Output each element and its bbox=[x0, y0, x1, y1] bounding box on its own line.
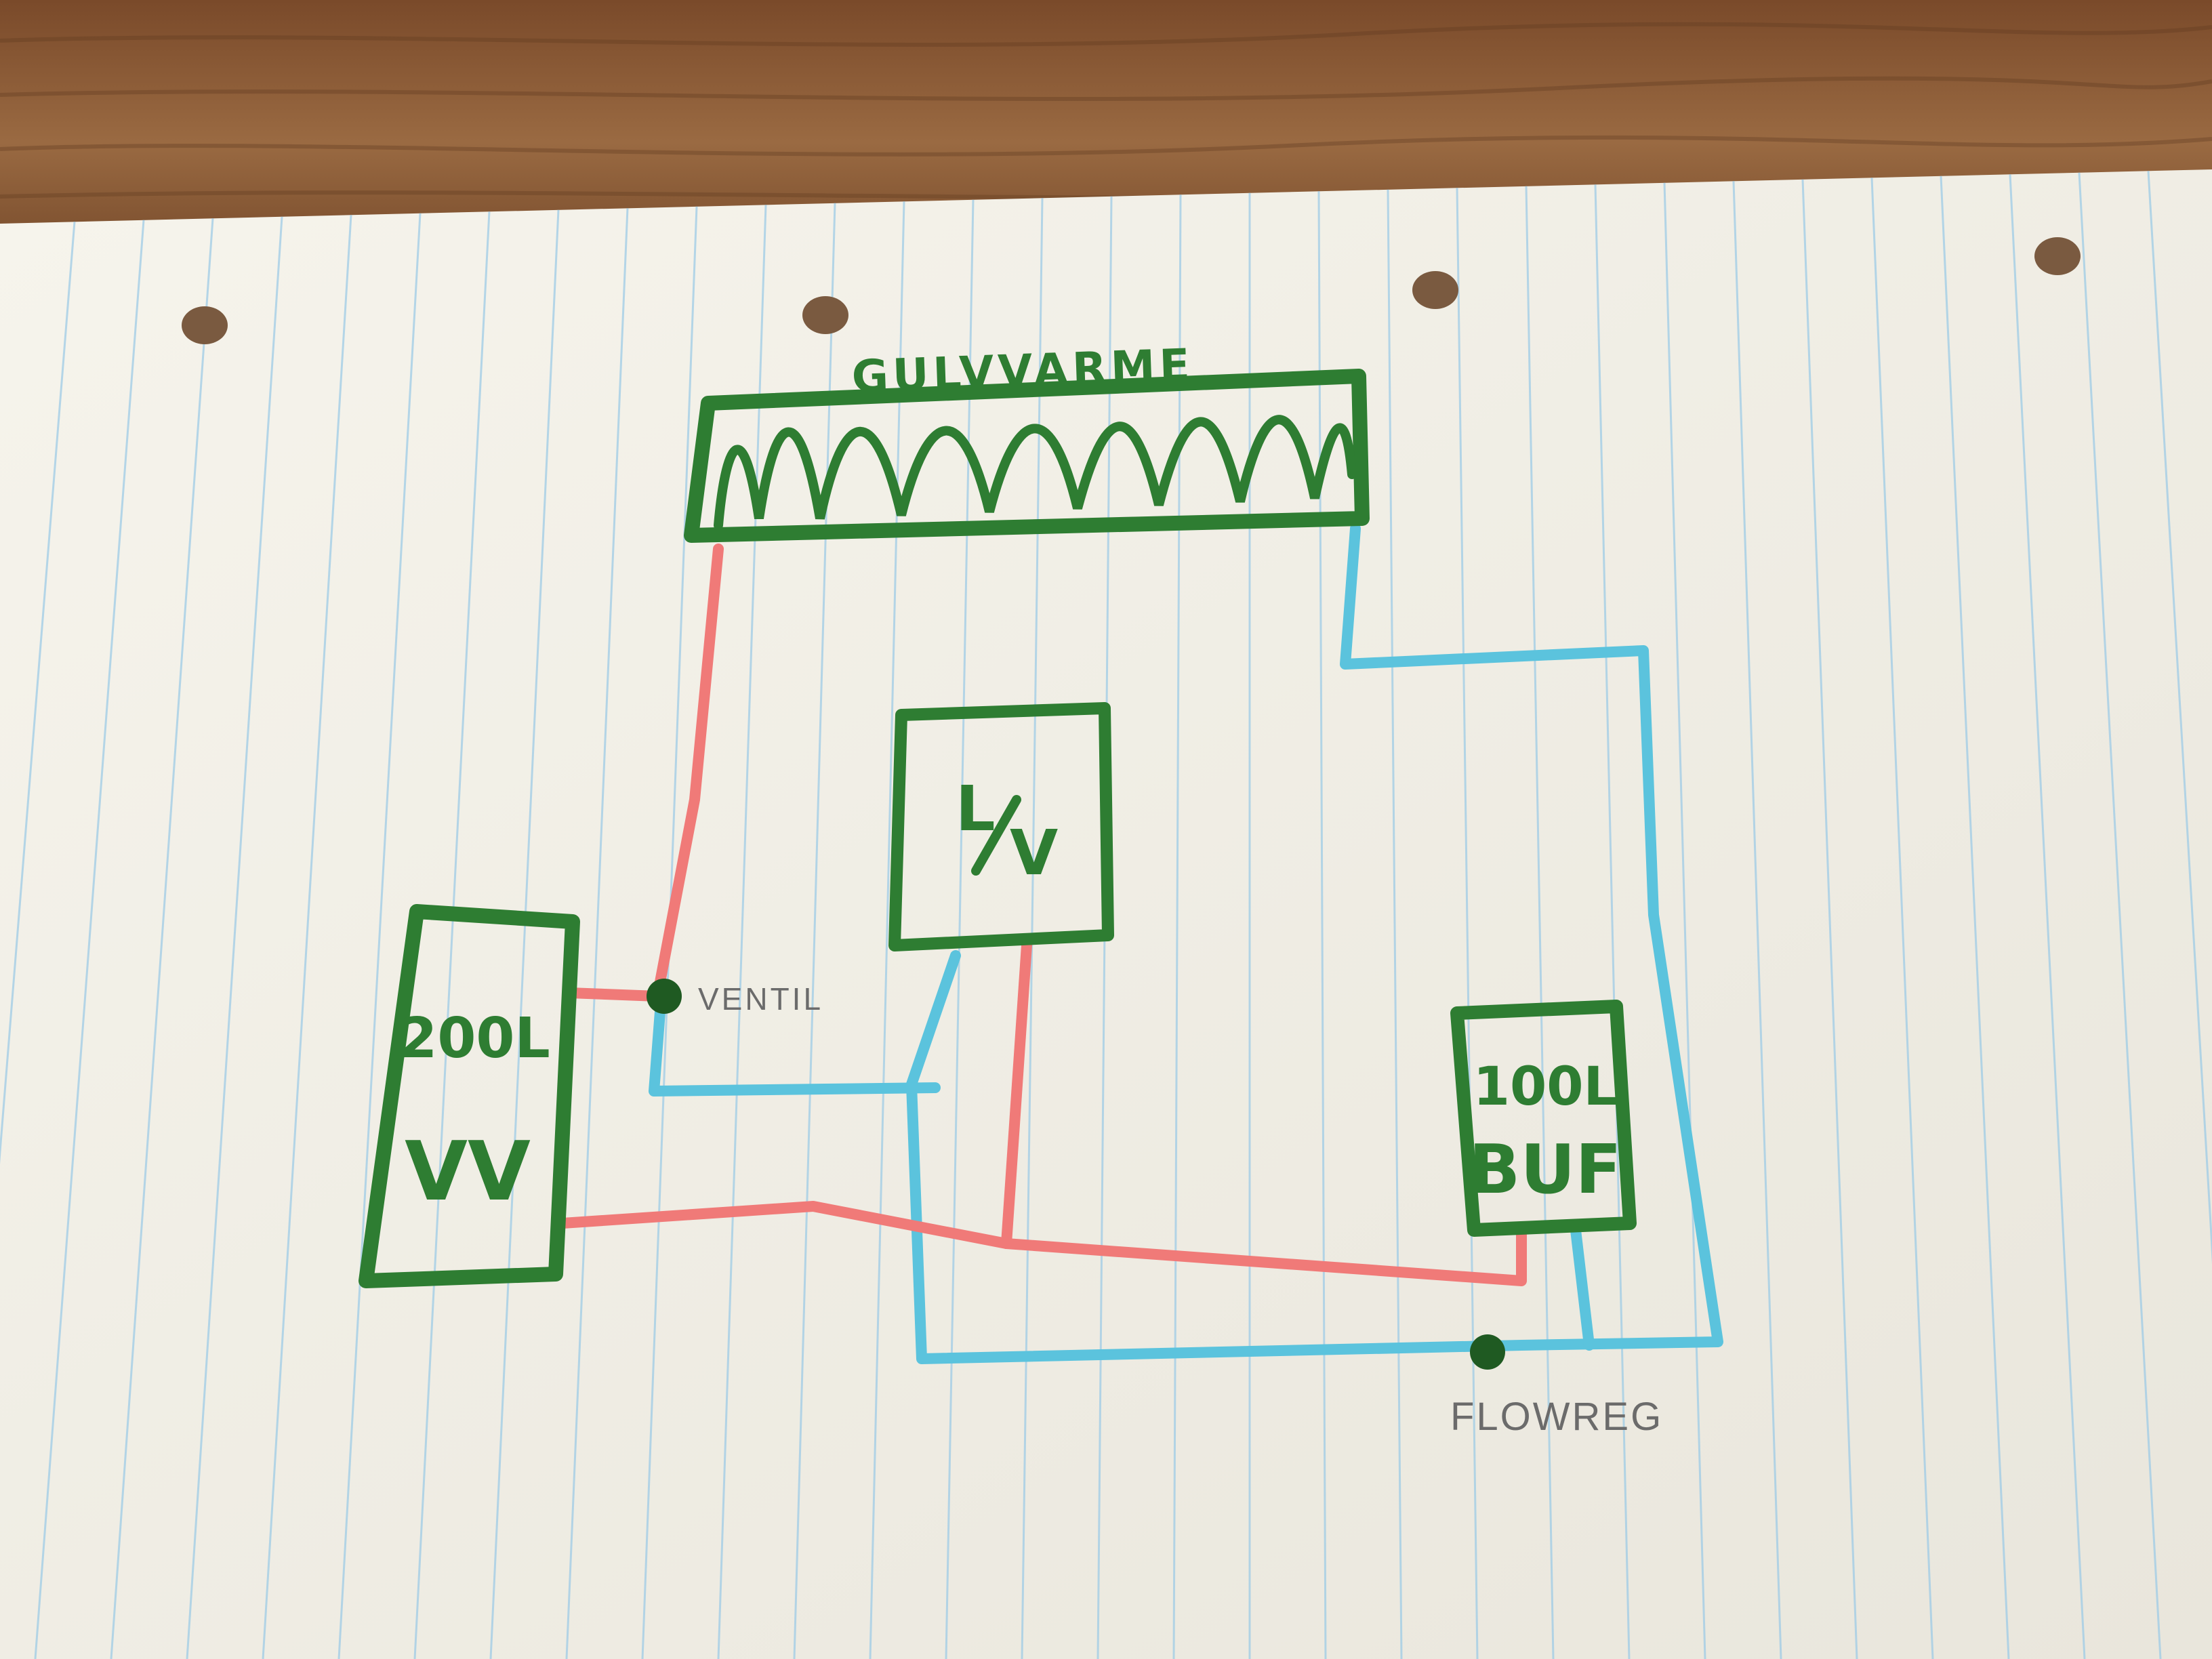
ruled-line bbox=[1525, 186, 1555, 1659]
flow-regulator-dot bbox=[1470, 1334, 1505, 1370]
ruled-line bbox=[489, 209, 560, 1659]
heat-pump: L V bbox=[888, 702, 1114, 951]
ruled-line bbox=[1940, 176, 2010, 1659]
ruled-line bbox=[186, 216, 283, 1659]
floor-heating: GULVVARME bbox=[684, 339, 1370, 543]
ruled-line bbox=[1594, 184, 1631, 1659]
ruled-line bbox=[1387, 189, 1403, 1659]
heat-pump-label-bottom: V bbox=[1010, 817, 1058, 889]
ruled-line bbox=[110, 218, 214, 1659]
hot-water-tank: 200L VV bbox=[359, 904, 580, 1288]
ruled-line bbox=[1021, 198, 1044, 1659]
heat-pump-label-slash bbox=[971, 795, 1021, 876]
ruled-line bbox=[0, 222, 76, 1165]
ruled-line bbox=[2009, 174, 2086, 1659]
buffer-tank-volume: 100L bbox=[1473, 1057, 1618, 1118]
flow-regulator-label: FLOWREG bbox=[1450, 1395, 1663, 1439]
valve: VENTIL bbox=[647, 979, 823, 1017]
hot-pipe-tank-to-buffer bbox=[557, 1201, 1527, 1286]
flow-regulator: FLOWREG bbox=[1450, 1334, 1663, 1439]
buffer-tank: 100L BUF bbox=[1450, 1000, 1637, 1237]
ruled-line bbox=[565, 208, 629, 1659]
ruled-line bbox=[793, 203, 836, 1659]
punch-hole bbox=[802, 296, 848, 334]
ruled-line bbox=[337, 213, 422, 1659]
ruled-line bbox=[34, 220, 145, 1659]
cold-pipe-valve-to-heatpump bbox=[649, 998, 941, 1097]
ruled-line bbox=[1870, 178, 1934, 1659]
cold-pipe-floor-return bbox=[906, 523, 1723, 1364]
ruled-line bbox=[1663, 182, 1706, 1659]
ruled-line bbox=[2147, 171, 2212, 1265]
punch-hole bbox=[182, 306, 228, 344]
punch-hole bbox=[2034, 237, 2081, 275]
heat-pump-label-top: L bbox=[956, 773, 996, 845]
buffer-tank-name: BUF bbox=[1469, 1130, 1622, 1209]
cold-pipes bbox=[649, 523, 1723, 1364]
punch-hole bbox=[1412, 271, 1458, 309]
ruled-line bbox=[2078, 172, 2162, 1659]
ruled-line bbox=[413, 211, 491, 1659]
ruled-line bbox=[1317, 191, 1327, 1659]
punch-holes bbox=[182, 237, 2081, 344]
hot-water-tank-name: VV bbox=[405, 1125, 531, 1219]
ruled-line bbox=[1732, 181, 1782, 1659]
heat-pump-box bbox=[888, 702, 1114, 951]
floor-heating-frame bbox=[684, 369, 1370, 543]
valve-label: VENTIL bbox=[698, 981, 823, 1017]
hot-water-tank-volume: 200L bbox=[398, 1006, 550, 1071]
hot-pipe-heatpump-supply bbox=[1001, 940, 1032, 1249]
ruled-line bbox=[717, 205, 767, 1659]
buffer-tank-box bbox=[1450, 1000, 1637, 1237]
ruled-line bbox=[1801, 179, 1858, 1659]
ruled-line bbox=[262, 215, 352, 1659]
valve-dot bbox=[647, 979, 682, 1014]
hot-pipes bbox=[557, 544, 1527, 1286]
floor-heating-coil bbox=[714, 415, 1357, 530]
hot-pipe-floor-supply bbox=[652, 544, 724, 1002]
cold-pipe-buffer-outlet bbox=[1570, 1225, 1595, 1351]
hot-pipe-tank-to-valve bbox=[564, 987, 663, 1002]
ruled-line bbox=[1456, 188, 1479, 1659]
hot-water-tank-box bbox=[359, 904, 580, 1288]
ruled-line bbox=[869, 201, 905, 1659]
